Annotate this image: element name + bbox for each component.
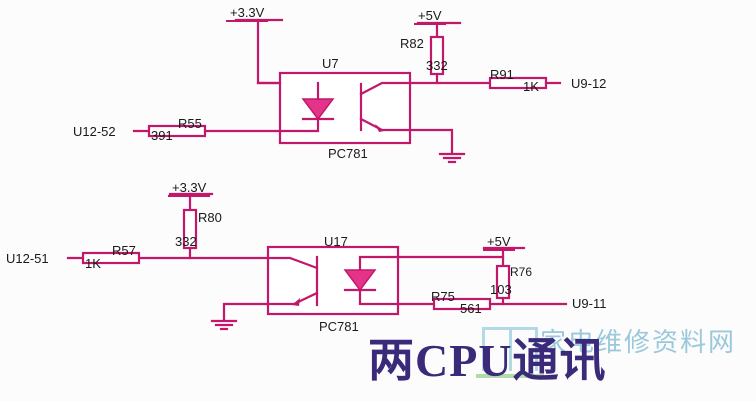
ic-u7-body	[278, 71, 412, 145]
ic-part-u7: PC781	[328, 146, 368, 161]
ground-icon	[438, 152, 466, 164]
wire-segment	[222, 302, 270, 322]
wire-segment	[358, 288, 400, 306]
watermark-book-base	[476, 374, 544, 378]
resistor-value-r57: 1K	[85, 256, 101, 271]
resistor-ref-r57: R57	[112, 243, 136, 258]
resistor-ref-r75: R75	[431, 289, 455, 304]
resistor-value-r76: 103	[490, 282, 512, 297]
watermark-book-icon	[482, 327, 538, 371]
resistor-value-r75: 561	[460, 301, 482, 316]
net-label-u12-51: U12-51	[6, 251, 49, 266]
supply-label-5v-top: +5V	[414, 9, 446, 25]
emitter-arrow	[292, 298, 300, 306]
resistor-ref-r76: R76	[510, 265, 533, 279]
resistor-ref-r80: R80	[198, 210, 222, 225]
led-u17-icon	[343, 269, 377, 292]
ic-ref-u17: U17	[324, 234, 348, 249]
wire-segment	[408, 128, 454, 155]
diagram-title: 两CPU通讯	[368, 335, 607, 386]
ic-part-u17: PC781	[319, 319, 359, 334]
watermark-text: 家电维修资料网	[540, 328, 737, 358]
resistor-value-r91: 1K	[523, 79, 539, 94]
resistor-value-r80: 332	[175, 234, 197, 249]
supply-label-3v3-bottom: +3.3V	[168, 181, 211, 197]
resistor-ref-r91: R91	[490, 67, 514, 82]
ground-icon	[210, 319, 238, 331]
resistor-ref-r55: R55	[178, 116, 202, 131]
resistor-value-r55: 391	[151, 128, 173, 143]
wire-segment	[359, 81, 412, 96]
net-label-u12-52: U12-52	[73, 124, 116, 139]
supply-label-3v3-top: +3.3V	[226, 6, 269, 22]
supply-label-5v-bottom: +5V	[483, 235, 515, 251]
resistor-ref-r82: R82	[400, 36, 424, 51]
net-label-u9-12: U9-12	[571, 76, 607, 91]
resistor-value-r82: 332	[426, 58, 448, 73]
wire-segment	[278, 117, 320, 133]
wire-segment	[266, 256, 319, 270]
bottom-circuit	[66, 192, 568, 331]
ic-ref-u7: U7	[322, 56, 339, 71]
wire-segment	[358, 255, 400, 272]
emitter-arrow	[375, 124, 384, 132]
top-circuit	[132, 18, 562, 164]
net-label-u9-11: U9-11	[572, 296, 607, 311]
